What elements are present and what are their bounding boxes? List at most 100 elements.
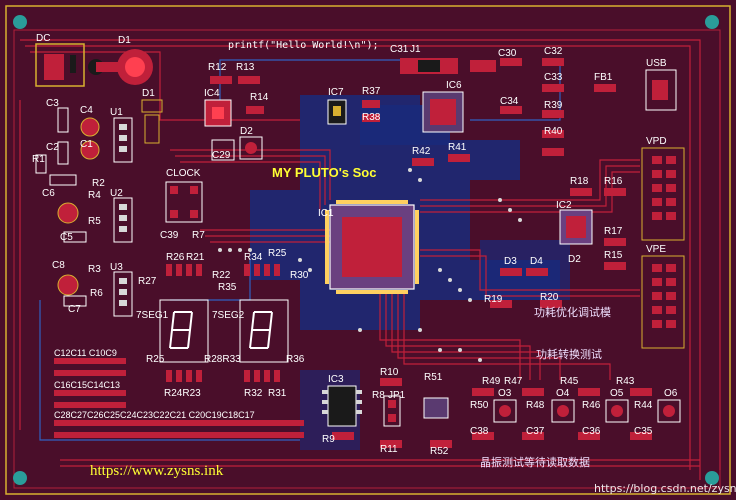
label-r25b: R25 — [146, 354, 165, 365]
label-o6: O6 — [664, 388, 678, 399]
label-c37: C37 — [526, 426, 545, 437]
label-c38: C38 — [470, 426, 489, 437]
label-fb1: FB1 — [594, 72, 613, 83]
label-d1: D1 — [118, 35, 131, 46]
label-c3: C3 — [46, 98, 59, 109]
label-u3: U3 — [110, 262, 123, 273]
label-vpe: VPE — [646, 244, 666, 255]
label-r27: R27 — [138, 276, 157, 287]
label-c1: C1 — [80, 139, 93, 150]
label-d4: D4 — [530, 256, 543, 267]
label-c36: C36 — [582, 426, 601, 437]
url-link[interactable]: https://www.zysns.ink — [90, 463, 224, 479]
label-r24r23: R24R23 — [164, 388, 201, 399]
j1-crystal — [400, 58, 496, 74]
label-o4: O4 — [556, 388, 570, 399]
label-r52: R52 — [430, 446, 449, 457]
capacitor-banks — [54, 358, 304, 438]
mount-hole-top-left — [13, 15, 27, 29]
label-r16: R16 — [604, 176, 623, 187]
label-r43: R43 — [616, 376, 635, 387]
label-clock: CLOCK — [166, 168, 201, 179]
label-r18: R18 — [570, 176, 589, 187]
label-r42: R42 — [412, 146, 431, 157]
label-r10: R10 — [380, 367, 399, 378]
mount-hole-top-right — [705, 15, 719, 29]
label-r37: R37 — [362, 86, 381, 97]
label-r3: R3 — [88, 264, 101, 275]
label-r41: R41 — [448, 142, 467, 153]
printf-code: printf("Hello World!\n"); — [228, 40, 379, 51]
label-caps-row1: C12C11 C10C9 — [54, 348, 117, 358]
label-r28r33: R28R33 — [204, 354, 241, 365]
label-r11: R11 — [380, 444, 398, 455]
label-r17: R17 — [604, 226, 623, 237]
clock-oscillator — [165, 181, 203, 223]
resistor-rows — [166, 264, 280, 382]
label-r35: R35 — [218, 282, 237, 293]
ic3-chip — [322, 385, 362, 427]
label-jp1: JP1 — [388, 390, 406, 401]
mount-hole-bottom-right — [705, 471, 719, 485]
label-c34: C34 — [500, 96, 519, 107]
label-r9: R9 — [322, 434, 335, 445]
label-r15: R15 — [604, 250, 623, 261]
label-r34: R34 — [244, 252, 263, 263]
label-c8: C8 — [52, 260, 65, 271]
smd-pads — [210, 58, 652, 448]
label-ic2: IC2 — [556, 200, 572, 211]
label-c30: C30 — [498, 48, 517, 59]
chinese-note-1: 功耗优化调试模 — [534, 305, 611, 319]
d2-top-led — [211, 136, 263, 161]
label-d3: D3 — [504, 256, 517, 267]
label-r38: R38 — [362, 112, 381, 123]
label-r1: R1 — [32, 154, 45, 165]
label-7seg1: 7SEG1 — [136, 310, 169, 321]
label-o3: O3 — [498, 388, 512, 399]
seven-seg-1 — [159, 299, 209, 363]
label-caps-row3: C28C27C26C25C24C23C22C21 C20C19C18C17 — [54, 410, 255, 420]
label-c4: C4 — [80, 105, 93, 116]
label-r5: R5 — [88, 216, 101, 227]
label-c33: C33 — [544, 72, 563, 83]
label-r8: R8 — [372, 390, 385, 401]
label-d2-top: D2 — [240, 126, 253, 137]
label-ic6: IC6 — [446, 80, 462, 91]
label-vpd: VPD — [646, 136, 667, 147]
label-r2: R2 — [92, 178, 105, 189]
label-u2: U2 — [110, 188, 123, 199]
label-r22: R22 — [212, 270, 231, 281]
label-c31: C31 — [390, 44, 409, 55]
label-c35: C35 — [634, 426, 653, 437]
label-r39: R39 — [544, 100, 563, 111]
watermark-text: https://blog.csdn.net/zysns — [594, 482, 736, 495]
label-7seg2: 7SEG2 — [212, 310, 245, 321]
label-usb: USB — [646, 58, 667, 69]
label-r40: R40 — [544, 126, 563, 137]
vpe-header — [641, 255, 685, 349]
label-c39: C39 — [160, 230, 179, 241]
mount-hole-bottom-left — [13, 471, 27, 485]
label-caps-row2: C16C15C14C13 — [54, 380, 120, 390]
seven-seg-2 — [239, 299, 289, 363]
label-r6: R6 — [90, 288, 103, 299]
label-r45: R45 — [560, 376, 579, 387]
label-r4: R4 — [88, 190, 101, 201]
board-outline — [5, 5, 731, 495]
dc-jack: DC — [35, 33, 85, 87]
vpd-header — [641, 147, 685, 241]
label-c5: C5 — [60, 232, 73, 243]
label-r12: R12 — [208, 62, 227, 73]
label-r30: R30 — [290, 270, 309, 281]
label-r7: R7 — [192, 230, 205, 241]
label-r20: R20 — [540, 292, 559, 303]
label-r46: R46 — [582, 400, 601, 411]
power-capacitors — [35, 107, 100, 307]
ic6-chip — [422, 91, 464, 133]
label-ic3: IC3 — [328, 374, 344, 385]
label-j1: J1 — [410, 44, 421, 55]
label-ic7: IC7 — [328, 87, 344, 98]
label-dc: DC — [36, 33, 50, 44]
label-r47: R47 — [504, 376, 523, 387]
